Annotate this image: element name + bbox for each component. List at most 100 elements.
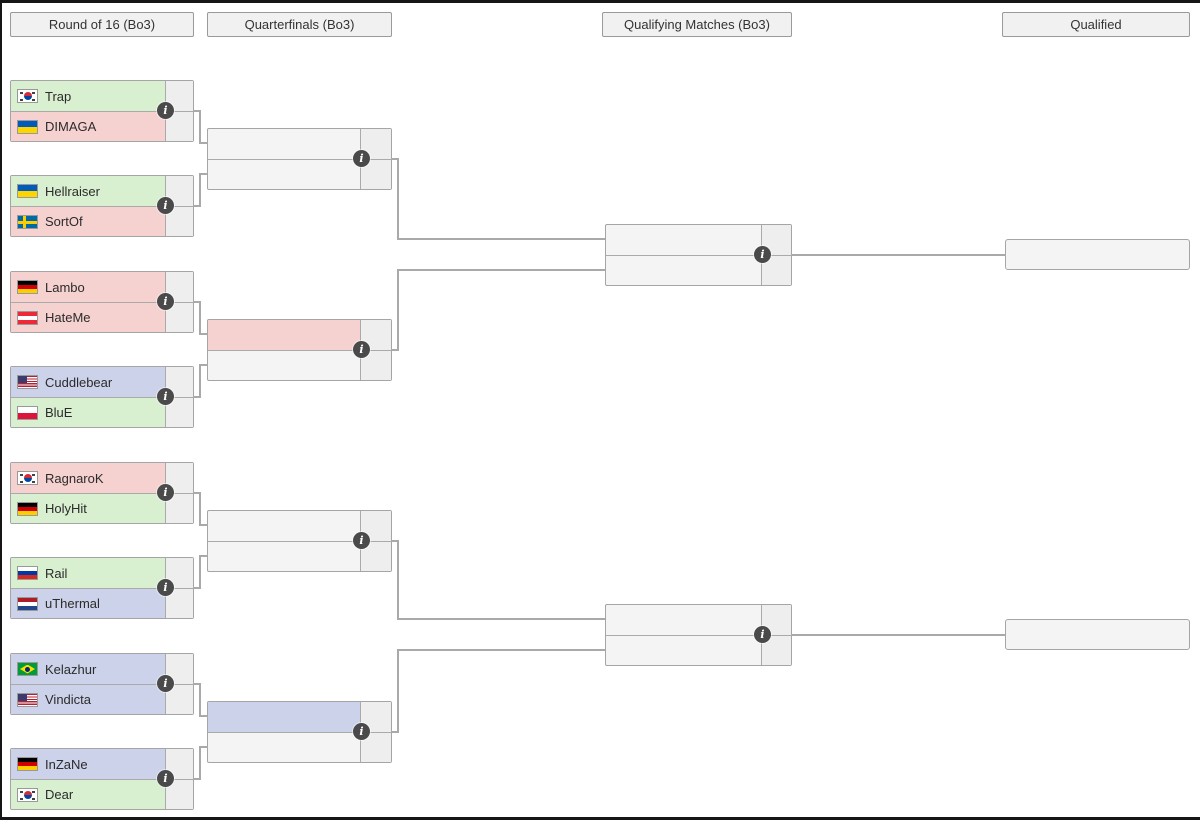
player-name[interactable]: Kelazhur xyxy=(45,661,97,677)
flag-kr-icon xyxy=(17,89,38,103)
connector-line xyxy=(397,238,605,240)
round-header-qualifying: Qualifying Matches (Bo3) xyxy=(602,12,792,37)
player-slot: RagnaroK xyxy=(11,463,165,493)
info-icon[interactable]: i xyxy=(157,293,174,310)
player-name[interactable]: DIMAGA xyxy=(45,119,97,134)
flag-de-icon xyxy=(17,757,38,771)
flag-br-icon xyxy=(17,662,38,676)
round-header-quarterfinals: Quarterfinals (Bo3) xyxy=(207,12,392,37)
round-header-ro16: Round of 16 (Bo3) xyxy=(10,12,194,37)
connector-line xyxy=(199,142,208,144)
player-slot: InZaNe xyxy=(11,749,165,779)
player-slot: Trap xyxy=(11,81,165,111)
connector-line xyxy=(199,173,201,207)
info-icon[interactable]: i xyxy=(157,102,174,119)
connector-line xyxy=(391,540,399,542)
connector-line xyxy=(791,634,1006,636)
connector-line xyxy=(391,349,399,351)
player-slot: HolyHit xyxy=(11,494,165,523)
player-name[interactable]: Trap xyxy=(45,88,72,104)
flag-de-icon xyxy=(17,280,38,294)
match-ro16-7: Kelazhur Vindicta xyxy=(10,653,194,715)
player-name[interactable]: RagnaroK xyxy=(45,470,104,486)
connector-line xyxy=(199,555,201,589)
qualified-slot-1 xyxy=(1005,239,1190,270)
player-slot-empty xyxy=(208,320,360,350)
flag-kr-icon xyxy=(17,787,38,802)
info-icon[interactable]: i xyxy=(353,723,370,740)
player-slot-empty xyxy=(208,351,360,380)
player-slot-empty xyxy=(606,256,761,285)
info-icon[interactable]: i xyxy=(754,246,771,263)
flag-se-icon xyxy=(17,214,38,229)
player-slot-empty xyxy=(606,636,761,665)
connector-line xyxy=(397,618,605,620)
connector-line xyxy=(199,746,208,748)
info-icon[interactable]: i xyxy=(353,150,370,167)
player-slot: Hellraiser xyxy=(11,176,165,206)
flag-us-icon xyxy=(17,375,38,389)
connector-line xyxy=(791,254,1006,256)
connector-line xyxy=(199,301,201,335)
match-qf-2 xyxy=(207,319,392,381)
connector-line xyxy=(397,158,399,240)
flag-de-icon xyxy=(17,501,38,516)
player-slot: Lambo xyxy=(11,272,165,302)
connector-line xyxy=(193,778,201,780)
info-icon[interactable]: i xyxy=(157,197,174,214)
flag-nl-icon xyxy=(17,596,38,611)
player-name[interactable]: HateMe xyxy=(45,310,91,325)
connector-line xyxy=(199,173,208,175)
player-slot-empty xyxy=(208,702,360,732)
flag-at-icon xyxy=(17,310,38,325)
connector-line xyxy=(193,301,201,303)
player-slot-empty xyxy=(606,225,761,255)
player-slot: HateMe xyxy=(11,303,165,332)
player-name[interactable]: InZaNe xyxy=(45,756,88,772)
player-name[interactable]: BluE xyxy=(45,405,73,420)
player-slot: DIMAGA xyxy=(11,112,165,141)
player-slot-empty xyxy=(208,160,360,189)
player-name[interactable]: uThermal xyxy=(45,596,100,611)
player-name[interactable]: Lambo xyxy=(45,279,85,295)
connector-line xyxy=(199,364,201,398)
match-ro16-3: Lambo HateMe xyxy=(10,271,194,333)
connector-line xyxy=(397,269,399,351)
connector-line xyxy=(199,524,208,526)
connector-line xyxy=(193,396,201,398)
player-name[interactable]: Hellraiser xyxy=(45,183,100,199)
connector-line xyxy=(391,158,399,160)
info-icon[interactable]: i xyxy=(157,675,174,692)
info-icon[interactable]: i xyxy=(157,484,174,501)
connector-line xyxy=(397,649,399,733)
connector-line xyxy=(193,110,201,112)
player-name[interactable]: Dear xyxy=(45,787,74,802)
flag-kr-icon xyxy=(17,471,38,485)
connector-line xyxy=(397,649,605,651)
player-slot-empty xyxy=(606,605,761,635)
info-icon[interactable]: i xyxy=(353,341,370,358)
info-icon[interactable]: i xyxy=(157,388,174,405)
info-icon[interactable]: i xyxy=(754,626,771,643)
score-cell xyxy=(165,176,193,206)
connector-line xyxy=(199,333,208,335)
player-name[interactable]: HolyHit xyxy=(45,501,87,516)
connector-line xyxy=(199,492,201,526)
connector-line xyxy=(199,555,208,557)
connector-line xyxy=(199,364,208,366)
player-slot-empty xyxy=(208,511,360,541)
flag-pl-icon xyxy=(17,405,38,420)
player-name[interactable]: SortOf xyxy=(45,214,83,229)
info-icon[interactable]: i xyxy=(157,579,174,596)
connector-line xyxy=(193,683,201,685)
player-name[interactable]: Rail xyxy=(45,565,68,581)
player-slot: Vindicta xyxy=(11,685,165,714)
player-name[interactable]: Cuddlebear xyxy=(45,374,113,390)
connector-line xyxy=(199,715,208,717)
player-name[interactable]: Vindicta xyxy=(45,692,92,707)
player-slot-empty xyxy=(208,733,360,762)
connector-line xyxy=(199,110,201,144)
player-slot: SortOf xyxy=(11,207,165,236)
info-icon[interactable]: i xyxy=(157,770,174,787)
info-icon[interactable]: i xyxy=(353,532,370,549)
